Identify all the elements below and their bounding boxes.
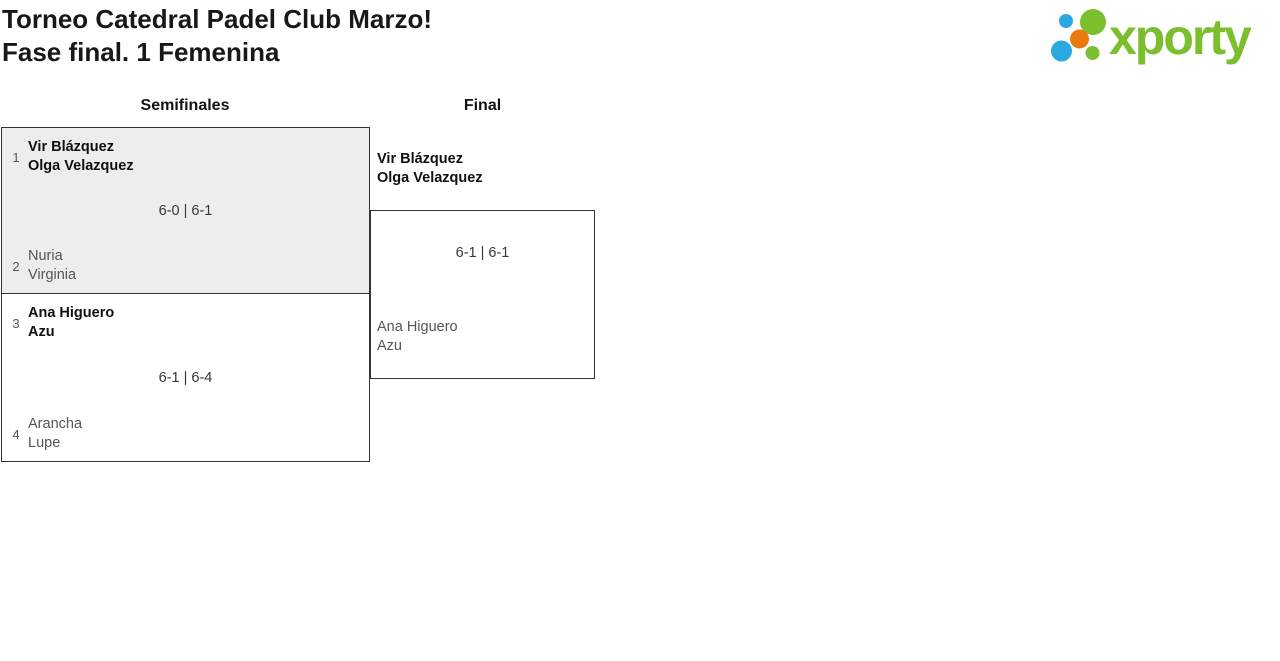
seed-number: 1	[12, 149, 20, 165]
player-name: Virginia	[28, 267, 77, 283]
match-final[interactable]	[370, 210, 595, 379]
player-name: Vir Blázquez	[28, 139, 114, 155]
player-name: Vir Blázquez	[377, 151, 463, 167]
player-name: Azu	[28, 324, 55, 340]
seed-number: 2	[12, 258, 20, 274]
logo-wordmark: xporty	[1109, 9, 1252, 65]
match-score: 6-1 | 6-4	[158, 369, 213, 386]
logo-dot-green-large	[1080, 9, 1106, 35]
tournament-title: Torneo Catedral Padel Club Marzo!	[2, 4, 433, 34]
player-name: Olga Velazquez	[377, 170, 483, 186]
player-name: Arancha	[28, 416, 83, 432]
logo-dot-orange	[1070, 29, 1089, 49]
final-team-top: Vir Blázquez Olga Velazquez	[377, 150, 483, 188]
match-semifinal-1[interactable]: 1 Vir Blázquez Olga Velazquez 6-0 | 6-1 …	[1, 127, 370, 294]
logo-dot-blue-large	[1051, 40, 1072, 62]
player-name: Olga Velazquez	[28, 158, 134, 174]
logo-dot-blue-small	[1059, 14, 1073, 28]
xporty-logo[interactable]: xporty	[1048, 0, 1280, 72]
team-slot-seed-2: 2 Nuria Virginia	[4, 247, 76, 285]
final-match-score: 6-1 | 6-1	[455, 245, 510, 261]
page-title: Torneo Catedral Padel Club Marzo! Fase f…	[2, 3, 432, 69]
seed-number: 3	[12, 315, 20, 331]
team-slot-seed-4: 4 Arancha Lupe	[4, 415, 82, 453]
final-team-bottom: Ana Higuero Azu	[377, 318, 458, 356]
logo-dot-green-small	[1085, 46, 1100, 60]
team-slot-seed-1: 1 Vir Blázquez Olga Velazquez	[4, 138, 134, 176]
match-score: 6-0 | 6-1	[158, 202, 213, 219]
player-name: Ana Higuero	[377, 319, 458, 335]
player-name: Azu	[377, 338, 402, 354]
match-semifinal-2[interactable]: 3 Ana Higuero Azu 6-1 | 6-4 4 Arancha Lu…	[1, 293, 370, 462]
player-name: Lupe	[28, 435, 61, 451]
column-header-final: Final	[463, 97, 502, 114]
player-name: Ana Higuero	[28, 305, 115, 321]
team-slot-seed-3: 3 Ana Higuero Azu	[4, 304, 114, 342]
seed-number: 4	[12, 426, 20, 442]
phase-title: Fase final. 1 Femenina	[2, 37, 280, 67]
column-header-semifinales: Semifinales	[140, 97, 230, 114]
player-name: Nuria	[28, 248, 63, 264]
